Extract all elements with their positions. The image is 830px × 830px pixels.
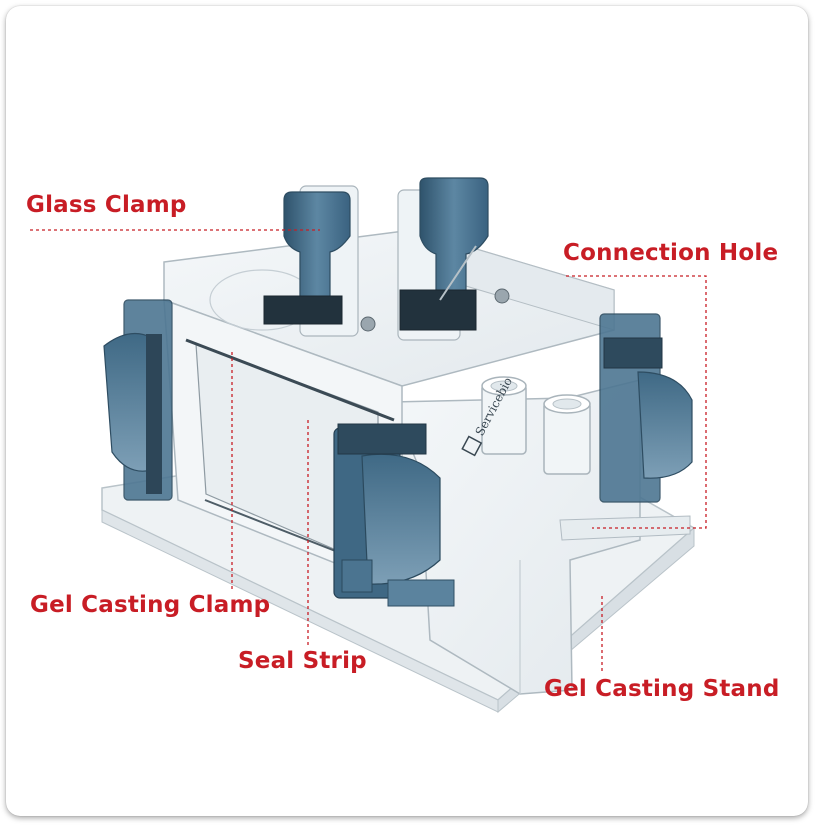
annotation-leader-lines: [30, 229, 707, 672]
seal-strip-label: Seal Strip: [238, 648, 367, 674]
gel-casting-clamp-label: Gel Casting Clamp: [30, 592, 271, 618]
gel-casting-clamp-front: [333, 423, 455, 607]
gel-casting-clamp-left: [103, 299, 173, 501]
glass-clamp-label: Glass Clamp: [26, 192, 187, 218]
glass-clamp: [263, 177, 510, 341]
connection-hole-leader-line: [566, 275, 707, 529]
connection-hole-tubes: [481, 376, 591, 475]
gel-casting-clamp-right: [599, 313, 693, 503]
connection-hole-label: Connection Hole: [563, 240, 779, 266]
gel-casting-stand-label: Gel Casting Stand: [544, 676, 780, 702]
